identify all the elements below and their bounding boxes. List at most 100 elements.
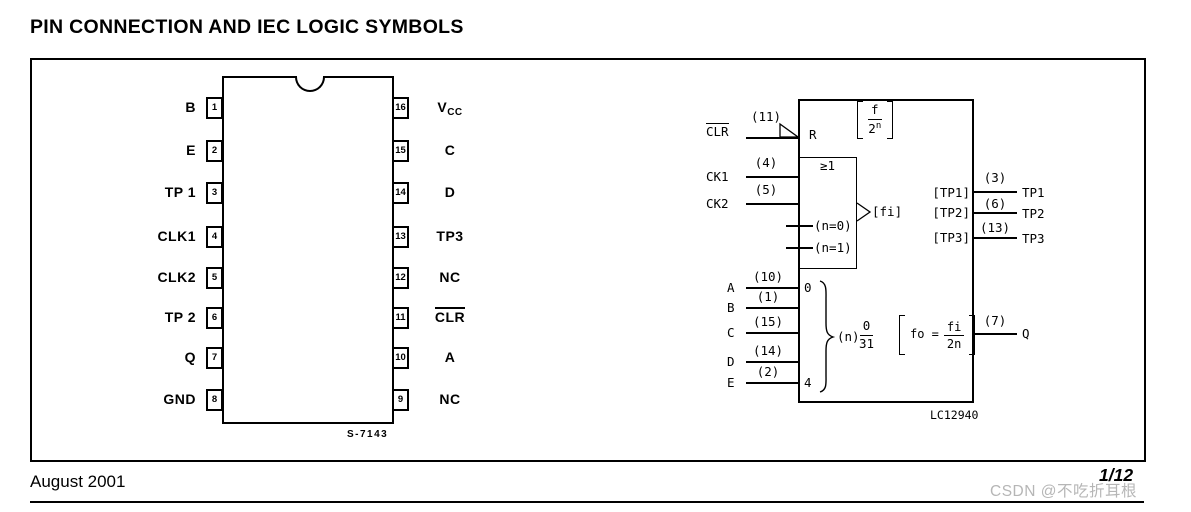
pin-box-15: 15 bbox=[392, 140, 409, 162]
iec-ck1-wire bbox=[746, 176, 799, 178]
pin-box-16: 16 bbox=[392, 97, 409, 119]
iec-mode0-stub bbox=[786, 225, 813, 227]
iec-ck2-wire bbox=[746, 203, 799, 205]
range-frac-den: 31 bbox=[859, 335, 875, 351]
iec-c-wire bbox=[746, 332, 799, 334]
vcc-main: V bbox=[437, 99, 448, 115]
bracket-right bbox=[886, 101, 893, 139]
iec-tp3-wire bbox=[973, 237, 1017, 239]
iec-clr-pin: (11) bbox=[750, 109, 782, 124]
iec-a-pin: (10) bbox=[752, 269, 784, 284]
dynamic-output-icon bbox=[856, 202, 872, 222]
iec-r-port: R bbox=[809, 127, 817, 142]
pin-label-gnd: GND bbox=[163, 391, 196, 407]
iec-tp2-wire bbox=[973, 212, 1017, 214]
iec-tp1-tag: [TP1] bbox=[932, 185, 970, 200]
iec-e-pin: (2) bbox=[756, 364, 780, 379]
iec-n-label: (n) bbox=[837, 329, 860, 344]
iec-b-label: B bbox=[727, 300, 735, 315]
pin-label-clr: CLR bbox=[422, 307, 478, 325]
pin-label-tp3: TP3 bbox=[436, 228, 464, 244]
iec-e-wire bbox=[746, 382, 799, 384]
iec-part-label: LC12940 bbox=[930, 408, 979, 422]
pin-box-12: 12 bbox=[392, 267, 409, 289]
pin-box-10: 10 bbox=[392, 347, 409, 369]
pin-label-nc12: NC bbox=[439, 269, 461, 285]
dip-package-body bbox=[222, 76, 394, 424]
iec-ck1-label: CK1 bbox=[706, 169, 729, 184]
pin-box-7: 7 bbox=[206, 347, 223, 369]
iec-ck1-pin: (4) bbox=[754, 155, 778, 170]
page-title: PIN CONNECTION AND IEC LOGIC SYMBOLS bbox=[30, 16, 464, 38]
iec-d-pin: (14) bbox=[752, 343, 784, 358]
page-number: 1/12 bbox=[1099, 465, 1134, 485]
iec-tp2-pin: (6) bbox=[983, 196, 1007, 211]
pin-box-6: 6 bbox=[206, 307, 223, 329]
range-brace bbox=[819, 280, 836, 393]
iec-b-wire bbox=[746, 307, 799, 309]
bracket-left bbox=[857, 101, 863, 139]
pin-box-11: 11 bbox=[392, 307, 409, 329]
polarity-indicator-icon bbox=[779, 122, 799, 138]
iec-mode1-stub bbox=[786, 247, 813, 249]
pin-box-8: 8 bbox=[206, 389, 223, 411]
iec-clr-wire bbox=[746, 137, 799, 139]
pin-box-1: 1 bbox=[206, 97, 223, 119]
den-base: 2 bbox=[868, 121, 876, 137]
den-exponent: n bbox=[875, 120, 882, 131]
out-frac-num: fi bbox=[943, 321, 965, 336]
iec-tp1-wire bbox=[973, 191, 1017, 193]
iec-or-label: ≥1 bbox=[819, 158, 836, 173]
iec-mode0-label: (n=0) bbox=[814, 218, 852, 233]
bracket-right bbox=[969, 315, 976, 355]
iec-clr-overlined: CLR bbox=[706, 123, 729, 139]
pin-label-b: B bbox=[185, 99, 196, 115]
iec-ck2-pin: (5) bbox=[754, 182, 778, 197]
iec-tp1-label: TP1 bbox=[1022, 185, 1045, 200]
iec-tp3-pin: (13) bbox=[979, 220, 1011, 235]
watermark: CSDN @不吃折耳根 bbox=[990, 483, 1137, 500]
pin-box-14: 14 bbox=[392, 182, 409, 204]
iec-tp1-pin: (3) bbox=[983, 170, 1007, 185]
iec-c-label: C bbox=[727, 325, 735, 340]
out-frac-den: 2n bbox=[946, 336, 962, 351]
formula-numerator: f bbox=[868, 104, 882, 120]
iec-or-box bbox=[798, 157, 857, 269]
iec-main-box bbox=[798, 99, 974, 403]
iec-e-label: E bbox=[727, 375, 735, 390]
iec-a-label: A bbox=[727, 280, 735, 295]
iec-c-pin: (15) bbox=[752, 314, 784, 329]
iec-tp2-label: TP2 bbox=[1022, 206, 1045, 221]
clr-overlined: CLR bbox=[434, 307, 466, 325]
bracket-left bbox=[899, 315, 905, 355]
pin-box-13: 13 bbox=[392, 226, 409, 248]
pin-label-tp2: TP 2 bbox=[164, 309, 196, 325]
pin-label-a: A bbox=[444, 349, 456, 365]
pin-box-9: 9 bbox=[392, 389, 409, 411]
iec-tp3-tag: [TP3] bbox=[932, 230, 970, 245]
pin-box-5: 5 bbox=[206, 267, 223, 289]
pin-box-2: 2 bbox=[206, 140, 223, 162]
dip-part-label: S-7143 bbox=[347, 429, 389, 440]
pin-label-d: D bbox=[444, 184, 456, 200]
footer-date: August 2001 bbox=[30, 472, 126, 491]
iec-clr-label: CLR bbox=[706, 123, 729, 139]
iec-b-pin: (1) bbox=[756, 289, 780, 304]
pin-label-clk2: CLK2 bbox=[157, 269, 196, 285]
range-frac-num: 0 bbox=[859, 319, 874, 336]
iec-mode1-label: (n=1) bbox=[814, 240, 852, 255]
iec-range-top: 0 bbox=[804, 280, 812, 295]
pin-label-e: E bbox=[186, 142, 196, 158]
formula-denominator: 2n bbox=[868, 120, 881, 136]
iec-ck2-label: CK2 bbox=[706, 196, 729, 211]
iec-d-wire bbox=[746, 361, 799, 363]
pin-box-3: 3 bbox=[206, 182, 223, 204]
pin-label-clk1: CLK1 bbox=[157, 228, 196, 244]
